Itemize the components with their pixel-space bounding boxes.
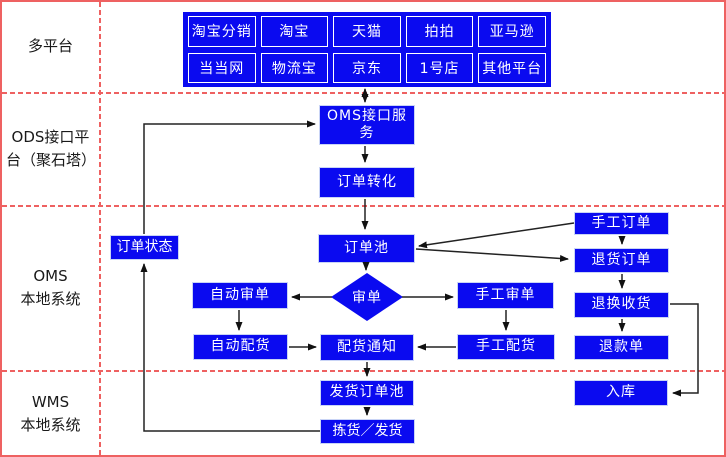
node-auto-review: 自动审单 xyxy=(192,282,288,309)
arrow-orderstatus-to-interface xyxy=(143,120,316,234)
platform-tmall: 天猫 xyxy=(333,16,401,47)
arrow-returnreceive-to-inbound xyxy=(670,303,699,397)
platform-paipai: 拍拍 xyxy=(405,16,474,47)
row-divider-1 xyxy=(2,92,724,94)
node-order-status: 订单状态 xyxy=(110,235,179,260)
platform-yhd: 1号店 xyxy=(405,52,474,83)
platform-dangdang: 当当网 xyxy=(188,52,256,83)
lane-label-ods: ODS接口平台（聚石塔） xyxy=(6,127,97,169)
lane-divider-vertical xyxy=(99,2,101,455)
lane-label-wms: WMS 本地系统 xyxy=(20,392,81,434)
node-order-pool: 订单池 xyxy=(318,234,415,263)
node-manual-review: 手工审单 xyxy=(457,282,554,309)
arrow-orderpool-to-returnorder xyxy=(415,248,569,262)
row-divider-2 xyxy=(2,205,724,207)
platform-taobao: 淘宝 xyxy=(260,16,329,47)
arrow-manualorder-to-orderpool xyxy=(418,222,575,249)
node-auto-allocate: 自动配货 xyxy=(193,334,288,360)
platform-wuliubao: 物流宝 xyxy=(260,52,329,83)
node-oms-interface-service: OMS接口服务 xyxy=(319,105,415,145)
node-order-convert: 订单转化 xyxy=(319,167,415,198)
platform-jd: 京东 xyxy=(333,52,401,83)
platform-group: 淘宝分销 淘宝 天猫 拍拍 亚马逊 当当网 物流宝 京东 1号店 其他平台 xyxy=(183,12,551,87)
platform-taobao-distribution: 淘宝分销 xyxy=(188,16,256,47)
platform-other: 其他平台 xyxy=(478,52,546,83)
node-inbound: 入库 xyxy=(574,380,668,406)
node-ship-order-pool: 发货订单池 xyxy=(320,380,414,406)
lane-label-multi-platform: 多平台 xyxy=(27,37,73,56)
node-review-decision: 审单 xyxy=(331,273,403,321)
node-manual-allocate: 手工配货 xyxy=(457,334,555,360)
node-refund-form: 退款单 xyxy=(574,335,669,360)
node-manual-order: 手工订单 xyxy=(574,212,669,235)
node-return-receive: 退换收货 xyxy=(574,292,669,318)
lane-label-oms: OMS 本地系统 xyxy=(20,266,81,308)
node-allocate-notice: 配货通知 xyxy=(320,334,414,361)
node-pick-ship: 拣货／发货 xyxy=(320,419,415,444)
node-return-order: 退货订单 xyxy=(574,248,669,273)
row-divider-3 xyxy=(2,370,724,372)
platform-amazon: 亚马逊 xyxy=(478,16,546,47)
